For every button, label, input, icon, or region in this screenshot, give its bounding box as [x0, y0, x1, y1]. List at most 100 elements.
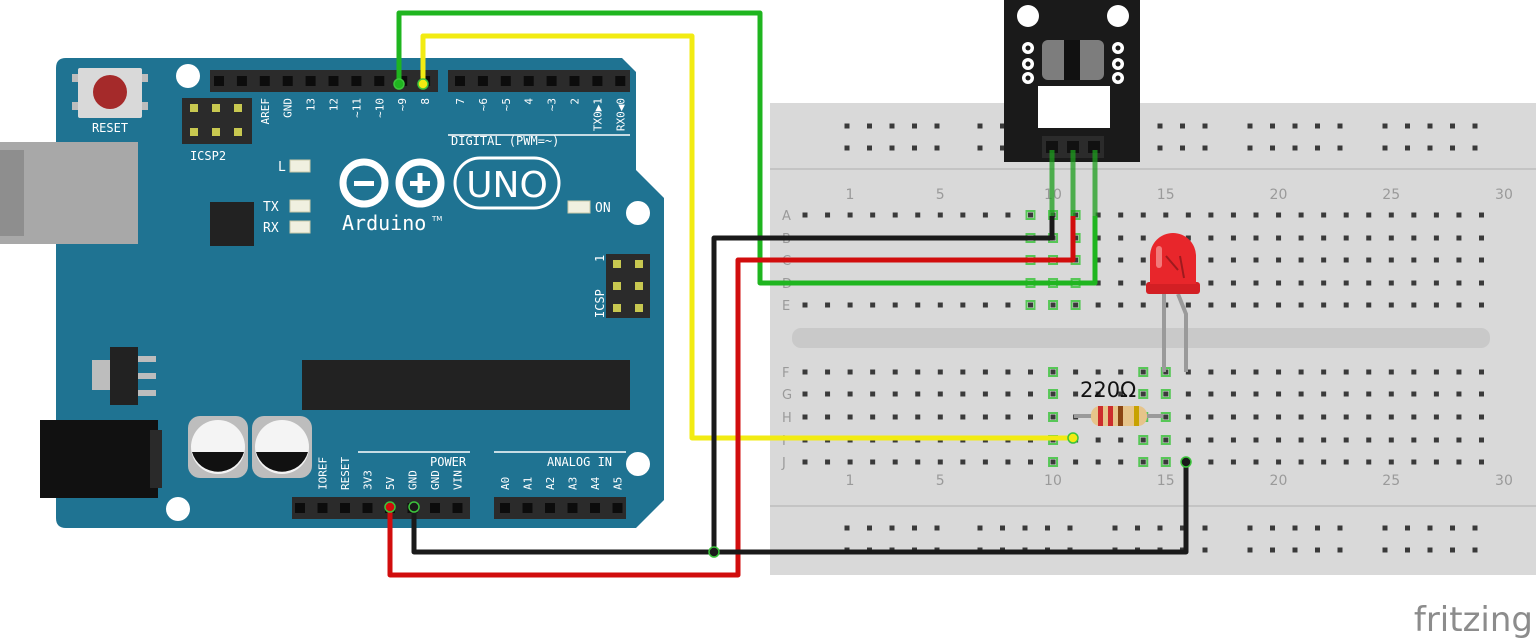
mounting-hole — [176, 64, 200, 88]
solder-pad-hole — [1025, 75, 1031, 81]
breadboard-hole — [1253, 280, 1259, 286]
header-socket — [362, 503, 373, 513]
breadboard-hole — [1208, 235, 1214, 241]
rail-hole — [1135, 525, 1140, 531]
rail-hole — [1450, 547, 1455, 553]
breadboard-hole — [1276, 459, 1282, 465]
breadboard-hole — [1388, 280, 1394, 286]
breadboard-hole — [1095, 459, 1101, 465]
breadboard-hole — [915, 302, 921, 308]
header-pin — [635, 282, 643, 290]
breadboard-hole — [1276, 369, 1282, 375]
reset-label: RESET — [92, 121, 128, 135]
power-pin-label: IOREF — [317, 457, 330, 490]
breadboard-hole — [982, 459, 988, 465]
wire-endpoint — [408, 501, 420, 513]
breadboard-hole — [1411, 235, 1417, 241]
breadboard-hole — [1230, 459, 1236, 465]
rail-hole — [1270, 547, 1275, 553]
rail-hole — [889, 123, 895, 129]
breadboard-hole — [870, 459, 876, 465]
breadboard-hole — [870, 369, 876, 375]
breadboard-hole — [870, 302, 876, 308]
black-wire-gnd — [711, 216, 1055, 552]
breadboard-hole — [1185, 369, 1191, 375]
breadboard-hole — [1343, 414, 1349, 420]
breadboard-hole — [1140, 257, 1146, 263]
power-jack-face — [150, 430, 162, 488]
rail-hole — [1157, 525, 1163, 531]
breadboard-hole — [1298, 459, 1304, 465]
column-number: 1 — [846, 187, 855, 203]
breadboard-hole — [937, 369, 943, 375]
breadboard-hole — [1456, 235, 1462, 241]
breadboard-hole — [1388, 257, 1394, 263]
sensor-solder-pads — [1022, 42, 1124, 84]
rail-hole — [867, 123, 872, 129]
breadboard-hole — [915, 212, 921, 218]
rail-hole — [1022, 525, 1028, 531]
breadboard-hole — [892, 414, 898, 420]
icsp2-label: ICSP2 — [190, 149, 226, 163]
wire-endpoints — [384, 78, 1192, 558]
breadboard-hole — [1005, 414, 1011, 420]
row-letter: H — [782, 411, 792, 426]
power-header — [292, 497, 470, 519]
power-analog-sockets — [295, 503, 623, 513]
breadboard-hole — [1095, 302, 1101, 308]
breadboard-hole — [1140, 459, 1146, 465]
breadboard-hole — [1298, 414, 1304, 420]
breadboard-hole — [1479, 302, 1484, 308]
breadboard-hole — [982, 391, 988, 397]
sensor-pin-socket — [1067, 141, 1079, 153]
microcontroller-chip — [302, 360, 630, 410]
connected-hole — [1048, 367, 1059, 377]
header-pin — [190, 128, 198, 136]
breadboard-hole — [1276, 437, 1282, 443]
header-pin — [635, 304, 643, 312]
digital-header-right — [448, 70, 630, 92]
header-socket — [214, 76, 224, 86]
breadboard-hole — [1073, 257, 1079, 263]
breadboard-hole — [1005, 391, 1011, 397]
breadboard-hole — [1366, 391, 1372, 397]
breadboard-hole — [1276, 280, 1282, 286]
breadboard-hole — [847, 414, 853, 420]
breadboard-hole — [1208, 391, 1214, 397]
analog-pin-label: A5 — [612, 477, 625, 490]
led-tx — [289, 199, 311, 213]
breadboard-hole — [960, 414, 966, 420]
breadboard-hole — [1005, 459, 1011, 465]
breadboard-hole — [1230, 414, 1236, 420]
column-number: 20 — [1270, 187, 1288, 203]
breadboard-hole — [1185, 437, 1191, 443]
led-tx-label: TX — [263, 200, 279, 215]
column-number: 20 — [1270, 473, 1288, 489]
breadboard-hole — [1140, 391, 1146, 397]
breadboard-hole — [937, 459, 943, 465]
yellow-wire — [420, 33, 1073, 441]
rail-hole — [977, 145, 983, 151]
breadboard-hole — [1321, 459, 1327, 465]
connected-hole — [1138, 389, 1149, 399]
power-pin-label: GND — [407, 470, 420, 490]
breadboard-hole — [1298, 235, 1304, 241]
breadboard-hole — [870, 414, 876, 420]
breadboard-hole — [802, 459, 808, 465]
breadboard-hole — [915, 414, 921, 420]
breadboard-hole — [1028, 369, 1033, 375]
analog-pin-label: A3 — [567, 477, 580, 490]
breadboard-hole — [1456, 302, 1462, 308]
rail-hole — [1000, 145, 1005, 151]
breadboard-hole — [982, 414, 988, 420]
icsp-header — [606, 254, 650, 318]
breadboard-hole — [847, 459, 853, 465]
rail-hole — [1405, 123, 1410, 129]
breadboard-hole — [1163, 414, 1169, 420]
breadboard-hole — [1456, 414, 1462, 420]
breadboard-hole — [1321, 235, 1327, 241]
header-pin — [613, 304, 621, 312]
breadboard-hole — [1411, 257, 1417, 263]
rail-hole — [1270, 525, 1275, 531]
rail-hole — [1180, 123, 1185, 129]
